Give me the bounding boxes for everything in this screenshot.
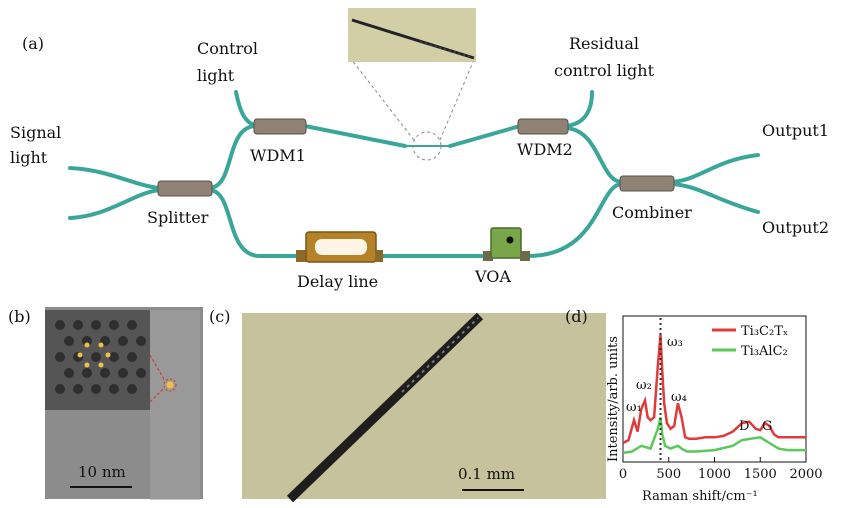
zoom-callout [347, 54, 477, 161]
wdm2-label: WDM2 [517, 140, 573, 159]
peak-label-omega1: ω₁ [626, 400, 642, 415]
tem-image [45, 307, 203, 500]
delay-line-device [296, 231, 383, 263]
output1-fiber [670, 153, 760, 184]
x-tick-label: 500 [656, 467, 681, 482]
legend-label-ti3alc2: Ti₃AlC₂ [741, 344, 788, 359]
peak-label-omega2: ω₂ [636, 378, 652, 393]
voa-label: VOA [475, 267, 511, 286]
optical-scale-label: 0.1 mm [458, 465, 516, 483]
fiber-photo-inset [348, 8, 476, 62]
series-line-1 [622, 417, 806, 455]
x-tick-label: 1000 [698, 467, 731, 482]
x-tick-label: 2000 [789, 467, 822, 482]
raman-chart: 0 500 1000 1500 2000 Ti₃C₂Tₓ Ti₃AlC₂ ω₁ ω₂ ω… [606, 315, 823, 504]
splitter-to-upper-arm [208, 124, 257, 190]
x-ticks: 0 500 1000 1500 2000 [619, 457, 823, 482]
panel-c-label: (c) [209, 307, 231, 326]
panel-b-label: (b) [8, 307, 31, 326]
panel-d-label: (d) [565, 307, 588, 326]
x-tick-label: 1500 [744, 467, 777, 482]
delay-line-label: Delay line [297, 272, 379, 291]
signal-input-fiber-lower [68, 188, 162, 220]
fiber-network [68, 90, 760, 258]
series-group [622, 334, 806, 455]
peak-label-omega4: ω₄ [671, 390, 687, 405]
output2-label: Output2 [762, 218, 830, 237]
combiner-coupler [619, 175, 675, 192]
tem-scale-label: 10 nm [78, 463, 126, 481]
wdm2-coupler [517, 118, 569, 135]
x-axis-label: Raman shift/cm⁻¹ [642, 489, 758, 504]
control-light-label: Control light [197, 39, 259, 85]
y-axis-label: Intensity/arb. units [606, 336, 621, 462]
lower-arm-to-combiner [526, 182, 624, 258]
splitter-label: Splitter [147, 208, 209, 227]
optical-image [242, 312, 606, 503]
output1-label: Output1 [762, 121, 830, 140]
signal-light-label: Signal light [10, 123, 62, 167]
splitter-to-lower-arm [208, 188, 262, 258]
peak-label-g: G [762, 419, 772, 434]
residual-control-light-label: Residual control light [553, 34, 655, 80]
upper-arm-to-combiner [564, 126, 624, 184]
series-line-0 [622, 334, 806, 445]
combiner-label: Combiner [612, 203, 692, 222]
legend-label-ti3c2tx: Ti₃C₂Tₓ [741, 324, 788, 339]
residual-output-fiber [564, 90, 594, 128]
x-tick-label: 0 [619, 467, 627, 482]
voa-device [483, 227, 530, 261]
wdm1-label: WDM1 [250, 146, 306, 165]
peak-label-d: D [739, 419, 749, 434]
peak-label-omega3: ω₃ [667, 335, 683, 350]
panel-a-label: (a) [22, 34, 45, 53]
upper-arm-fiber [303, 124, 522, 148]
wdm1-coupler [253, 118, 307, 135]
splitter-coupler [157, 180, 213, 197]
output2-fiber [670, 182, 760, 214]
signal-input-fiber-upper [68, 166, 162, 190]
